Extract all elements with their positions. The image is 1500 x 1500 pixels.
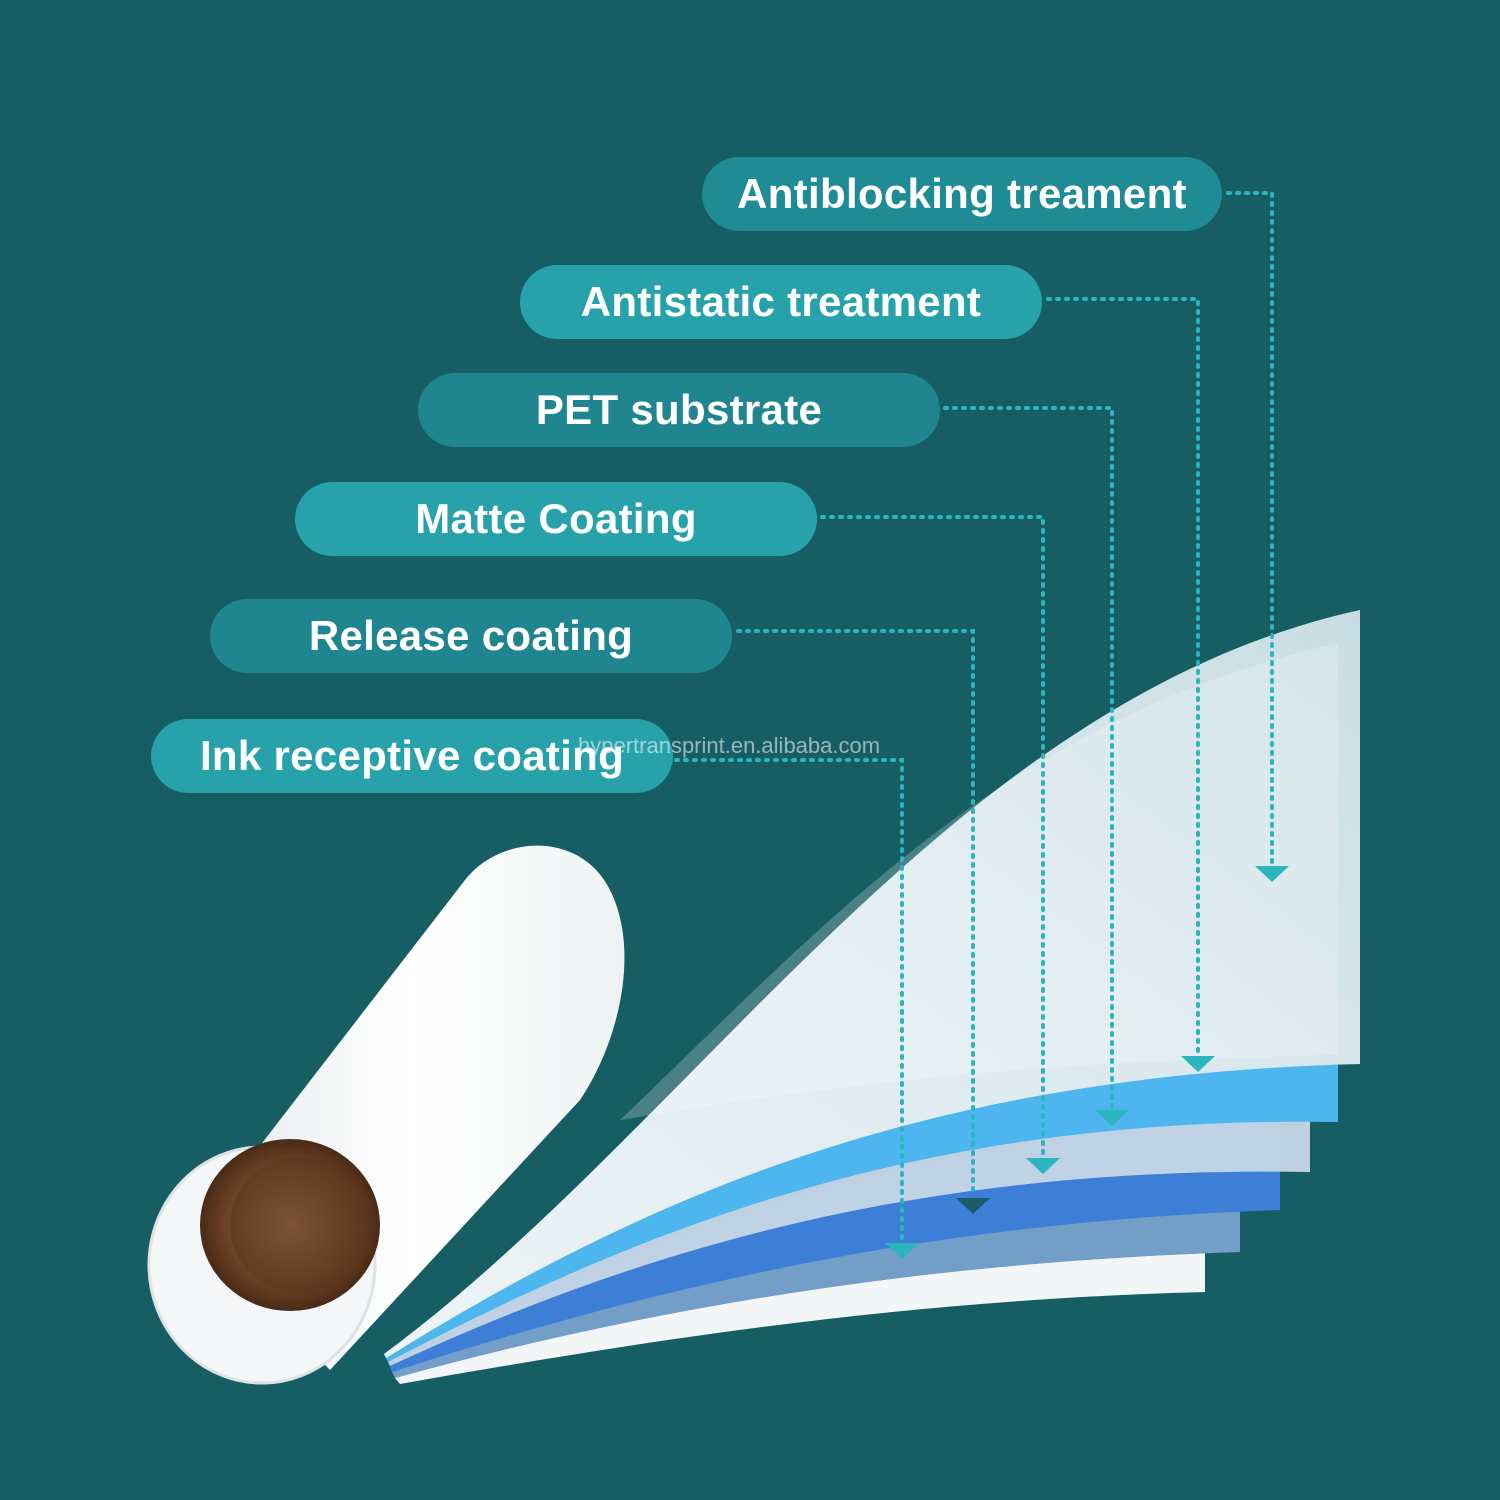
arrow-down-icon — [885, 1243, 919, 1259]
label-pet-substrate: PET substrate — [418, 373, 940, 447]
label-matte-coating: Matte Coating — [295, 482, 817, 556]
arrow-down-icon — [956, 1198, 990, 1214]
connector-line-4 — [736, 629, 975, 1198]
layer-top-sheet — [384, 610, 1360, 1358]
connector-line-5 — [674, 758, 904, 1243]
arrow-down-icon — [1255, 866, 1289, 882]
layer-bottom-white — [395, 1238, 1205, 1384]
connector-line-2 — [943, 406, 1114, 1110]
arrow-down-icon — [1026, 1158, 1060, 1174]
label-release-coating: Release coating — [210, 599, 732, 673]
label-ink-receptive-coating: Ink receptive coating — [151, 719, 673, 793]
watermark-text: hypertransprint.en.alibaba.com — [578, 733, 881, 758]
arrow-down-icon — [1181, 1056, 1215, 1072]
connector-line-0 — [1226, 191, 1274, 866]
arrow-down-icon — [1095, 1110, 1129, 1126]
layer-light-blue — [386, 1058, 1338, 1362]
label-antiblocking-treament: Antiblocking treament — [702, 157, 1222, 231]
connector-line-3 — [820, 515, 1045, 1158]
label-antistatic-treatment: Antistatic treatment — [520, 265, 1042, 339]
